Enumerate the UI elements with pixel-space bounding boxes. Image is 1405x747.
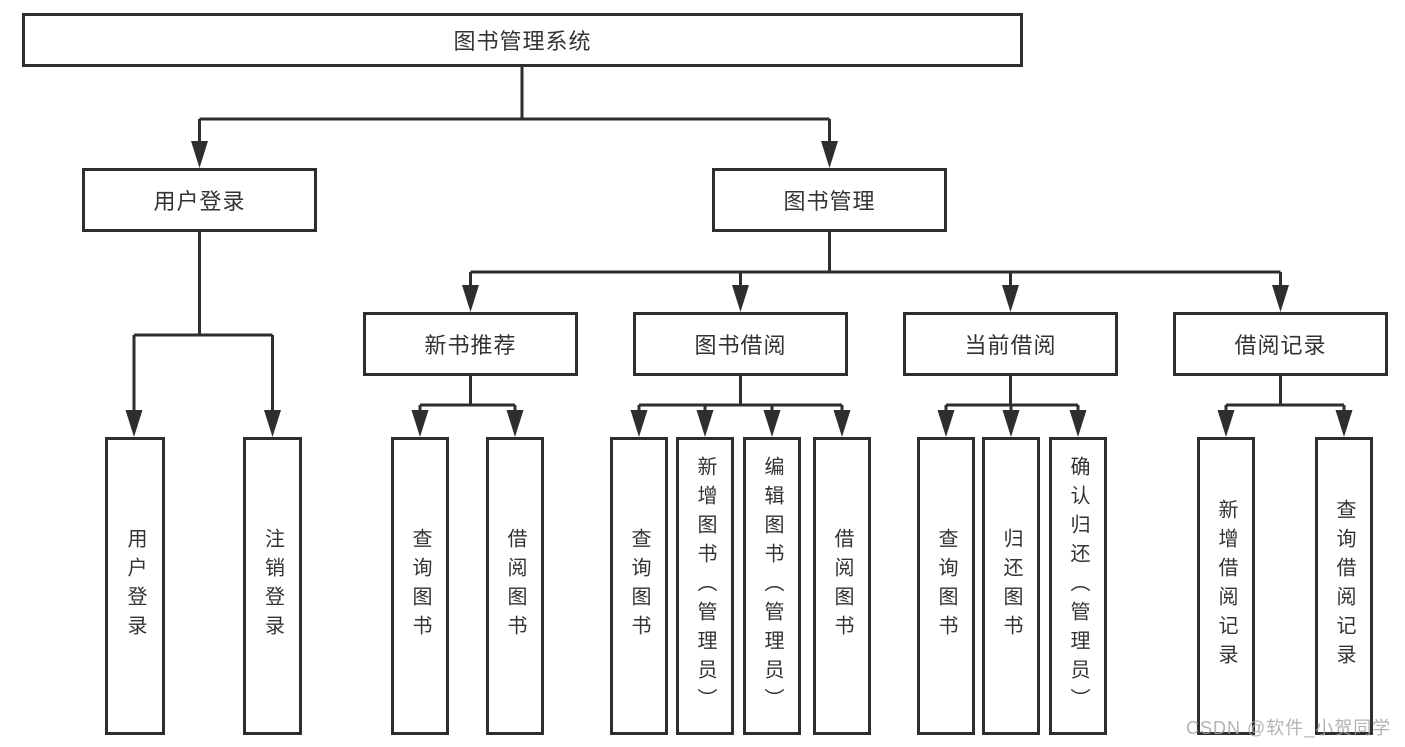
leaf-borrow-books-borrowing: 借阅图书 [813,437,871,735]
node-user-login-label: 用户登录 [153,189,246,214]
leaf-query-books-current-label: 查询图书 [935,528,957,644]
connector-book-management-children [469,232,1282,289]
connector-root-to-level2 [198,67,831,145]
leaf-user-login-label: 用户登录 [124,528,146,644]
leaf-confirm-return-admin-label: 确认归还（管理员） [1067,455,1089,717]
leaf-user-login: 用户登录 [105,437,165,735]
leaf-confirm-return-admin: 确认归还（管理员） [1049,437,1107,735]
node-book-management: 图书管理 [712,168,947,232]
leaf-borrow-books-borrowing-label: 借阅图书 [831,528,853,644]
connector-borrow-records-children [1224,376,1346,413]
leaf-edit-books-admin-label: 编辑图书（管理员） [761,455,783,717]
node-current-borrowing: 当前借阅 [903,312,1118,376]
connector-new-book-children [418,376,517,413]
connector-book-borrowing-children [637,376,844,413]
leaf-query-books-borrowing-label: 查询图书 [628,528,650,644]
leaf-borrow-books-recommend: 借阅图书 [486,437,544,735]
leaf-query-borrow-record-label: 查询借阅记录 [1333,499,1355,673]
leaf-add-books-admin: 新增图书（管理员） [676,437,734,735]
leaf-query-borrow-record: 查询借阅记录 [1315,437,1373,735]
csdn-watermark: CSDN @软件_小贺同学 [1186,718,1392,738]
leaf-edit-books-admin: 编辑图书（管理员） [743,437,801,735]
node-root: 图书管理系统 [22,13,1023,67]
node-borrow-records: 借阅记录 [1173,312,1388,376]
leaf-query-books-borrowing: 查询图书 [610,437,668,735]
node-new-book-recommendation: 新书推荐 [363,312,578,376]
arrowhead-down-icon [462,285,1289,312]
node-book-borrowing-label: 图书借阅 [694,333,787,358]
leaf-query-books-recommend: 查询图书 [391,437,449,735]
leaf-query-books-current: 查询图书 [917,437,975,735]
leaf-add-borrow-record-label: 新增借阅记录 [1215,499,1237,673]
arrowhead-down-icon [191,141,838,168]
node-new-book-recommendation-label: 新书推荐 [424,333,517,358]
node-root-label: 图书管理系统 [453,29,592,54]
leaf-logout-label: 注销登录 [261,528,284,644]
node-current-borrowing-label: 当前借阅 [964,333,1057,358]
leaf-return-books-label: 归还图书 [1000,528,1022,644]
connector-user-login-children [132,232,274,413]
leaf-logout: 注销登录 [243,437,302,735]
node-book-management-label: 图书管理 [783,189,876,214]
leaf-add-borrow-record: 新增借阅记录 [1197,437,1255,735]
node-user-login: 用户登录 [82,168,317,232]
leaf-query-books-recommend-label: 查询图书 [409,528,431,644]
leaf-return-books: 归还图书 [982,437,1040,735]
leaf-borrow-books-recommend-label: 借阅图书 [504,528,526,644]
node-borrow-records-label: 借阅记录 [1234,333,1327,358]
connector-current-borrowing-children [944,376,1080,413]
node-book-borrowing: 图书借阅 [633,312,848,376]
leaf-add-books-admin-label: 新增图书（管理员） [694,455,716,717]
arrowhead-down-icon [125,410,1353,437]
